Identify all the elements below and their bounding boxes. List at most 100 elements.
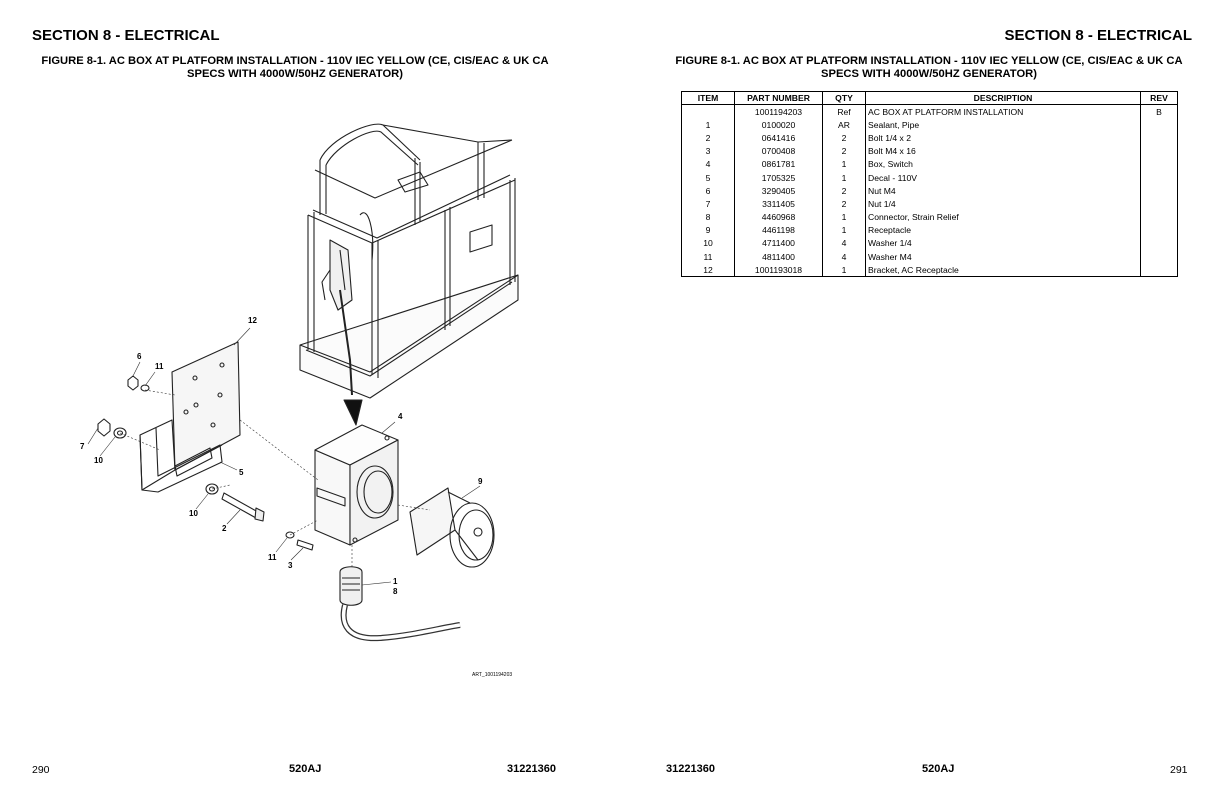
- cell-part-number: 4811400: [734, 250, 823, 264]
- callout-8: 8: [393, 587, 398, 596]
- cell-part-number: 4460968: [734, 210, 823, 224]
- cell-description: Connector, Strain Relief: [865, 210, 1141, 224]
- cell-rev: [1140, 223, 1178, 237]
- left-figure-title-line1: FIGURE 8-1. AC BOX AT PLATFORM INSTALLAT…: [41, 55, 549, 67]
- table-row: 1001194203 Ref AC BOX AT PLATFORM INSTAL…: [681, 104, 1178, 119]
- cell-item: 1: [681, 118, 735, 132]
- header-part-number: PART NUMBER: [734, 91, 823, 105]
- cell-qty: 1: [822, 157, 866, 171]
- cell-qty: 4: [822, 236, 866, 251]
- cell-rev: [1140, 250, 1178, 264]
- right-figure-title-line2: SPECS WITH 4000W/50HZ GENERATOR): [821, 68, 1037, 80]
- parts-table: ITEM PART NUMBER QTY DESCRIPTION REV 100…: [681, 91, 1178, 278]
- callout-2: 2: [222, 524, 227, 533]
- right-section-title: SECTION 8 - ELECTRICAL: [1004, 27, 1192, 44]
- table-row: 10 4711400 4 Washer 1/4: [681, 236, 1178, 251]
- cell-qty: 2: [822, 197, 866, 211]
- header-rev: REV: [1140, 91, 1178, 105]
- cell-item: 8: [681, 210, 735, 224]
- bracket-ac-receptacle-drawing: [139, 341, 241, 493]
- cell-qty: AR: [822, 118, 866, 132]
- cell-qty: 2: [822, 184, 866, 198]
- callout-4: 4: [398, 412, 403, 421]
- cell-qty: 2: [822, 131, 866, 145]
- callout-leaders: [87, 327, 481, 586]
- table-row: 8 4460968 1 Connector, Strain Relief: [681, 210, 1178, 224]
- left-doc-number: 31221360: [507, 763, 556, 775]
- cell-part-number: 0861781: [734, 157, 823, 171]
- callout-5: 5: [239, 468, 244, 477]
- cell-item: 9: [681, 223, 735, 237]
- cell-qty: 2: [822, 144, 866, 158]
- header-qty: QTY: [822, 91, 866, 105]
- callout-6: 6: [137, 352, 142, 361]
- table-row: 6 3290405 2 Nut M4: [681, 184, 1178, 198]
- cell-rev: [1140, 197, 1178, 211]
- cell-qty: 1: [822, 263, 866, 278]
- cell-description: Bolt 1/4 x 2: [865, 131, 1141, 145]
- callout-3: 3: [288, 561, 293, 570]
- cell-item: 5: [681, 170, 735, 185]
- table-row: 12 1001193018 1 Bracket, AC Receptacle: [681, 263, 1178, 278]
- cell-description: Sealant, Pipe: [865, 118, 1141, 132]
- callout-10-upper: 10: [94, 456, 103, 465]
- callout-1: 1: [393, 577, 398, 586]
- table-row: 4 0861781 1 Box, Switch: [681, 157, 1178, 171]
- table-row: 7 3311405 2 Nut 1/4: [681, 197, 1178, 211]
- cell-description: Bolt M4 x 16: [865, 144, 1141, 158]
- cell-rev: [1140, 144, 1178, 158]
- cell-description: Box, Switch: [865, 157, 1141, 171]
- cell-description: Washer 1/4: [865, 236, 1141, 251]
- cell-item: 10: [681, 236, 735, 251]
- callout-9: 9: [478, 477, 483, 486]
- cell-rev: [1140, 118, 1178, 132]
- callout-7: 7: [80, 442, 85, 451]
- cell-part-number: 0641416: [734, 131, 823, 145]
- table-row: 2 0641416 2 Bolt 1/4 x 2: [681, 131, 1178, 145]
- callout-10-lower: 10: [189, 509, 198, 518]
- cell-item: [681, 104, 735, 119]
- cell-rev: [1140, 210, 1178, 224]
- cell-rev: [1140, 170, 1178, 185]
- hardware-drawing: [97, 375, 461, 642]
- cell-item: 11: [681, 250, 735, 264]
- right-page-number: 291: [1170, 764, 1188, 776]
- left-section-title: SECTION 8 - ELECTRICAL: [32, 27, 220, 44]
- table-row: 5 1705325 1 Decal - 110V: [681, 170, 1178, 185]
- cell-part-number: 3311405: [734, 197, 823, 211]
- cell-description: Decal - 110V: [865, 170, 1141, 185]
- cell-description: AC BOX AT PLATFORM INSTALLATION: [865, 104, 1141, 119]
- cell-rev: [1140, 184, 1178, 198]
- cell-part-number: 4711400: [734, 236, 823, 251]
- cell-qty: 1: [822, 170, 866, 185]
- cell-rev: B: [1140, 104, 1178, 119]
- cell-item: 7: [681, 197, 735, 211]
- cell-qty: Ref: [822, 104, 866, 119]
- cell-item: 12: [681, 263, 735, 278]
- cell-qty: 1: [822, 223, 866, 237]
- art-code: ART_1001194203: [472, 672, 512, 678]
- cell-rev: [1140, 236, 1178, 251]
- left-model: 520AJ: [289, 763, 322, 775]
- table-row: 3 0700408 2 Bolt M4 x 16: [681, 144, 1178, 158]
- cell-item: 2: [681, 131, 735, 145]
- cell-item: 3: [681, 144, 735, 158]
- cell-part-number: 1001194203: [734, 104, 823, 119]
- cell-description: Nut 1/4: [865, 197, 1141, 211]
- cell-description: Washer M4: [865, 250, 1141, 264]
- callout-11-upper: 11: [155, 362, 164, 371]
- cell-description: Receptacle: [865, 223, 1141, 237]
- receptacle-drawing: [409, 487, 495, 568]
- cell-rev: [1140, 263, 1178, 278]
- cell-part-number: 4461198: [734, 223, 823, 237]
- callout-numbers: 12 6 11 7 10 4 5 9 10 2 11 3 1 8 ART_100…: [80, 316, 512, 678]
- left-figure-title-line2: SPECS WITH 4000W/50HZ GENERATOR): [187, 68, 403, 80]
- callout-11-lower: 11: [268, 553, 277, 562]
- callout-12: 12: [248, 316, 257, 325]
- table-row: 9 4461198 1 Receptacle: [681, 223, 1178, 237]
- leader-lines: [119, 389, 431, 568]
- cell-qty: 1: [822, 210, 866, 224]
- right-figure-title: FIGURE 8-1. AC BOX AT PLATFORM INSTALLAT…: [649, 55, 1209, 81]
- cell-description: Bracket, AC Receptacle: [865, 263, 1141, 278]
- table-row: 11 4811400 4 Washer M4: [681, 250, 1178, 264]
